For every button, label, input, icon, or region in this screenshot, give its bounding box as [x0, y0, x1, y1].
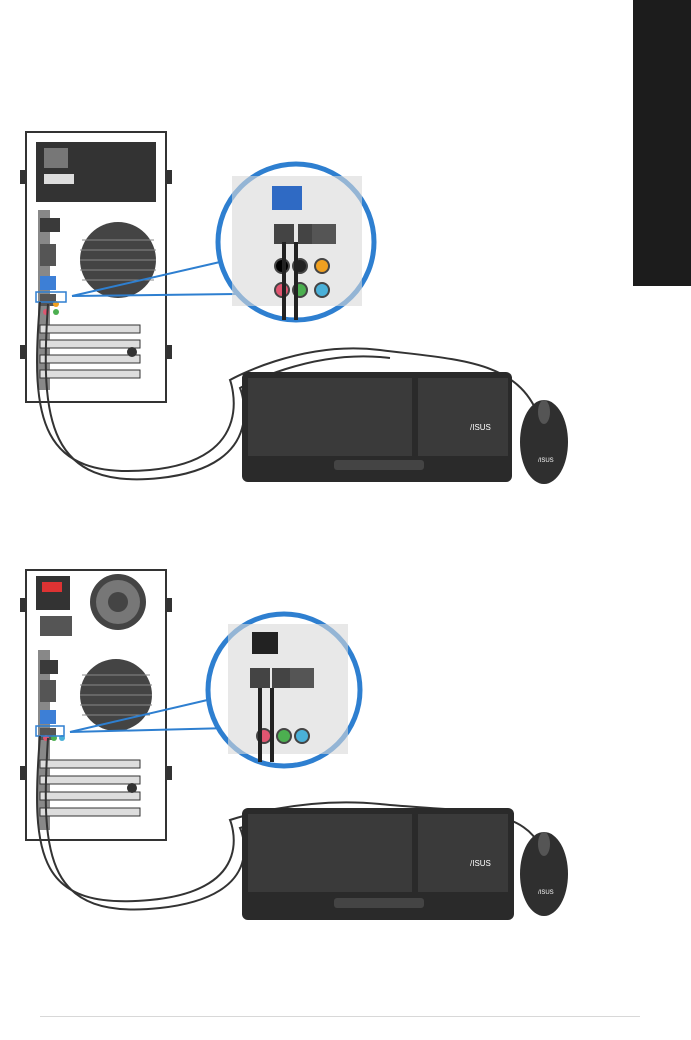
fan-grille-icon	[80, 222, 156, 298]
figure-2-illustration: /ISUS /ISUS	[0, 560, 691, 1040]
port-magnifier	[218, 164, 374, 320]
power-socket-icon	[44, 148, 68, 168]
figure-1-illustration: /ISUS /ISUS	[0, 120, 691, 600]
mouse-brand-logo: /ISUS	[538, 458, 554, 464]
usb-port-icon	[252, 632, 278, 654]
port-magnifier	[208, 614, 360, 766]
mouse-brand-logo: /ISUS	[538, 890, 554, 896]
tower-rear-panel	[20, 132, 172, 402]
keyboard-brand-logo: /ISUS	[470, 859, 491, 868]
tower-rear-panel	[20, 570, 172, 840]
fan-grille-icon	[90, 574, 146, 630]
figure-connection-tower-1: /ISUS /ISUS	[0, 120, 691, 600]
mouse: /ISUS	[520, 832, 568, 916]
keyboard: /ISUS	[242, 808, 514, 920]
usb-port-icon	[272, 186, 302, 210]
keyboard: /ISUS	[242, 372, 512, 482]
figure-connection-tower-2: /ISUS /ISUS	[0, 560, 691, 1040]
lan-port-icon	[312, 224, 336, 244]
keyboard-brand-logo: /ISUS	[470, 423, 491, 432]
usb-port-icon	[40, 276, 56, 290]
usb-port-icon	[40, 710, 56, 724]
lan-port-icon	[290, 668, 314, 688]
footer-rule	[40, 1016, 640, 1017]
power-socket-icon	[40, 616, 72, 636]
fan-grille-icon	[80, 659, 152, 731]
mouse: /ISUS	[520, 400, 568, 484]
